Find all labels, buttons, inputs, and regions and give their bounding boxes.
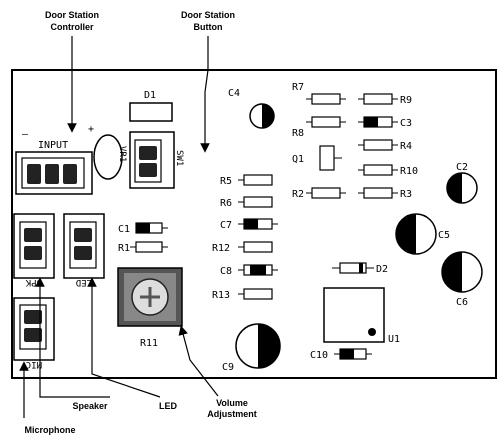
r2-component	[311, 187, 341, 199]
spk-label: SPK	[25, 277, 42, 287]
callout-door-station-button-line2: Button	[194, 22, 223, 32]
c5-label: C5	[438, 230, 450, 241]
callout-led: LED	[159, 401, 178, 411]
r13-component	[243, 288, 273, 300]
vr1-component	[93, 134, 123, 180]
vr1-label: VR1	[117, 146, 127, 162]
arrow-led	[87, 277, 161, 398]
input-pin-2	[45, 164, 59, 184]
r12-component	[243, 241, 273, 253]
callout-speaker: Speaker	[72, 401, 108, 411]
arrow-speaker	[35, 277, 110, 398]
callout-door-station-controller-line1: Door Station	[45, 10, 99, 20]
r1-label: R1	[118, 243, 130, 254]
arrow-volume	[178, 325, 219, 397]
r1-component	[135, 241, 163, 253]
r5-label: R5	[220, 176, 232, 187]
q1-transistor	[319, 145, 335, 171]
r7-label: R7	[292, 82, 304, 93]
c3-label: C3	[400, 118, 412, 129]
d2-label: D2	[376, 264, 388, 275]
d1-label: D1	[144, 90, 156, 101]
q1-label: Q1	[292, 154, 304, 165]
r2-label: R2	[292, 189, 304, 200]
c10-label: C10	[310, 350, 328, 361]
sw1-label: SW1	[174, 150, 184, 166]
c6-label: C6	[456, 297, 468, 308]
r8-component	[311, 116, 341, 128]
mic-label: MIC	[26, 359, 42, 369]
c1-label: C1	[118, 224, 130, 235]
u1-label: U1	[388, 334, 400, 345]
callout-door-station-button-line1: Door Station	[181, 10, 235, 20]
r3-component	[363, 187, 393, 199]
callout-door-station-controller-line2: Controller	[50, 22, 93, 32]
input-pin-3	[63, 164, 77, 184]
callout-volume-line1: Volume	[216, 398, 248, 408]
r3-label: R3	[400, 189, 412, 200]
r13-label: R13	[212, 290, 230, 301]
r5-component	[243, 174, 273, 186]
r9-label: R9	[400, 95, 412, 106]
r4-component	[363, 139, 393, 151]
c4-label: C4	[228, 88, 240, 99]
r10-label: R10	[400, 166, 418, 177]
input-plus: +	[88, 124, 94, 135]
c2-label: C2	[456, 162, 468, 173]
r7-component	[311, 93, 341, 105]
input-pin-1	[27, 164, 41, 184]
input-label: INPUT	[38, 140, 68, 151]
r10-component	[363, 164, 393, 176]
r9-component	[363, 93, 393, 105]
led-connector-label: LED	[76, 277, 92, 287]
callout-volume-line2: Adjustment	[207, 409, 257, 419]
c7-label: C7	[220, 220, 232, 231]
input-minus: —	[22, 129, 29, 140]
callout-microphone: Microphone	[25, 425, 76, 435]
r11-label: R11	[140, 338, 158, 349]
r12-label: R12	[212, 243, 230, 254]
r6-label: R6	[220, 198, 232, 209]
d1-component	[129, 102, 173, 122]
c8-label: C8	[220, 266, 232, 277]
arrow-button	[200, 36, 210, 153]
r6-component	[243, 196, 273, 208]
r4-label: R4	[400, 141, 412, 152]
c9-label: C9	[222, 362, 234, 373]
r8-label: R8	[292, 128, 304, 139]
